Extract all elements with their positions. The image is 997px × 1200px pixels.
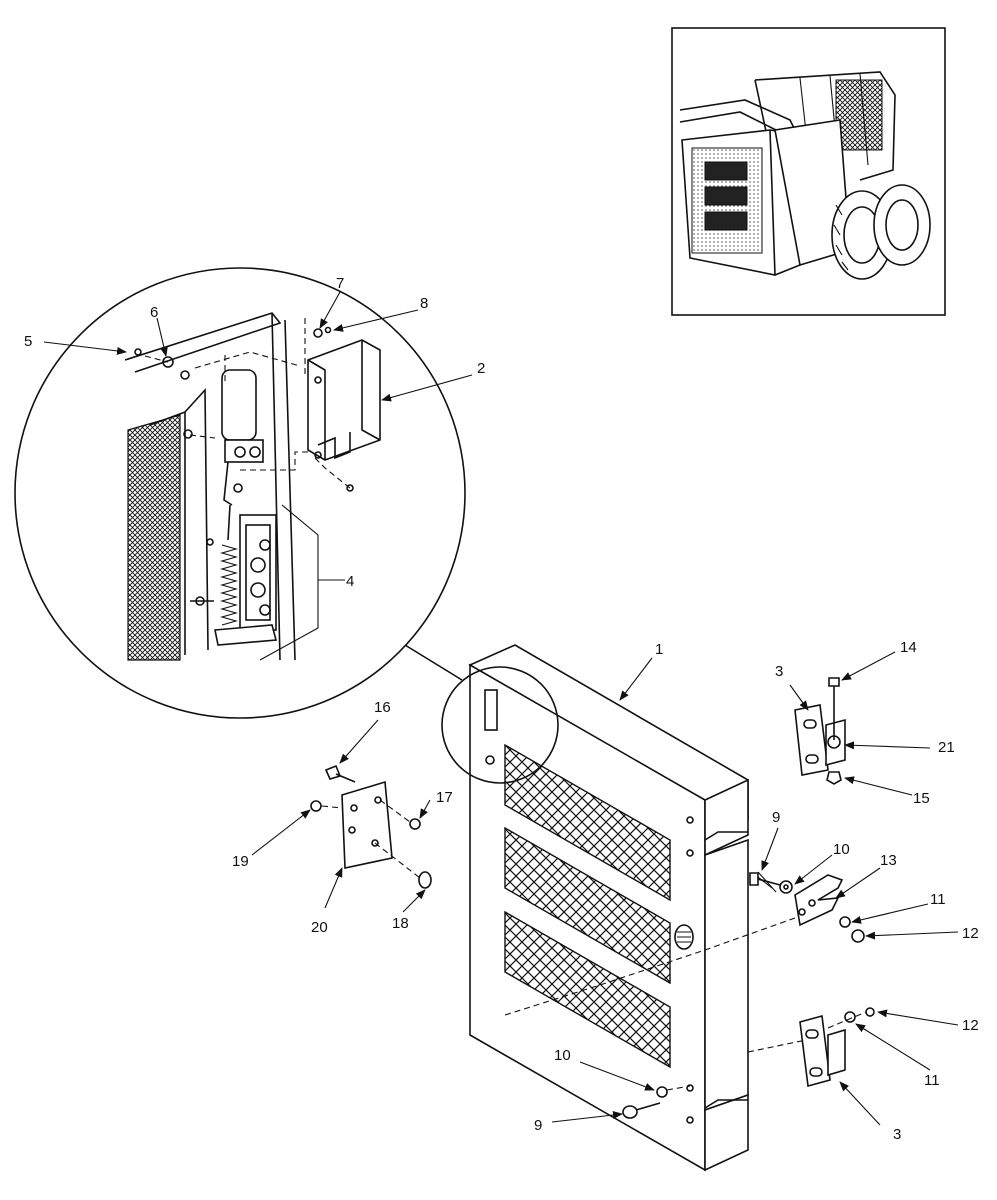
skid-steer-loader-illustration bbox=[679, 71, 931, 280]
callout-11a: 11 bbox=[930, 891, 946, 908]
callout-7: 7 bbox=[336, 275, 344, 292]
callout-12b: 12 bbox=[962, 1017, 979, 1034]
callout-3b: 3 bbox=[893, 1126, 901, 1143]
striker-bracket-parts bbox=[504, 871, 865, 1016]
callout-9b: 9 bbox=[534, 1117, 542, 1134]
callout-4: 4 bbox=[346, 573, 354, 590]
callout-13: 13 bbox=[880, 852, 897, 869]
callout-1: 1 bbox=[655, 641, 663, 658]
latch-cover bbox=[307, 326, 381, 492]
callout-8: 8 bbox=[420, 295, 428, 312]
callout-18: 18 bbox=[392, 915, 409, 932]
callout-16: 16 bbox=[374, 699, 391, 716]
callout-15: 15 bbox=[913, 790, 930, 807]
upper-hinge-parts bbox=[794, 677, 846, 785]
callout-19: 19 bbox=[232, 853, 249, 870]
callout-17: 17 bbox=[436, 789, 453, 806]
callout-labels: 1 2 3 3 4 5 6 7 8 9 9 10 10 11 11 12 12 … bbox=[24, 275, 979, 1143]
callout-20: 20 bbox=[311, 919, 328, 936]
callout-10a: 10 bbox=[833, 841, 850, 858]
callout-9a: 9 bbox=[772, 809, 780, 826]
machine-overview-inset bbox=[671, 27, 946, 316]
callout-2: 2 bbox=[477, 360, 485, 377]
lower-hinge-parts bbox=[747, 1007, 875, 1088]
callout-14: 14 bbox=[900, 639, 917, 656]
latch-detail-circle bbox=[14, 267, 466, 719]
callout-21: 21 bbox=[938, 739, 955, 756]
mounting-plate-parts bbox=[310, 764, 432, 889]
lower-bolt-parts bbox=[622, 1085, 691, 1119]
grille-door bbox=[441, 644, 749, 1172]
callout-6: 6 bbox=[150, 304, 158, 321]
callout-leaders bbox=[43, 291, 959, 1126]
callout-11b: 11 bbox=[924, 1072, 940, 1089]
callout-12a: 12 bbox=[962, 925, 979, 942]
callout-5: 5 bbox=[24, 333, 32, 350]
callout-10b: 10 bbox=[554, 1047, 571, 1064]
callout-3a: 3 bbox=[775, 663, 783, 680]
latch-assembly bbox=[134, 348, 278, 646]
